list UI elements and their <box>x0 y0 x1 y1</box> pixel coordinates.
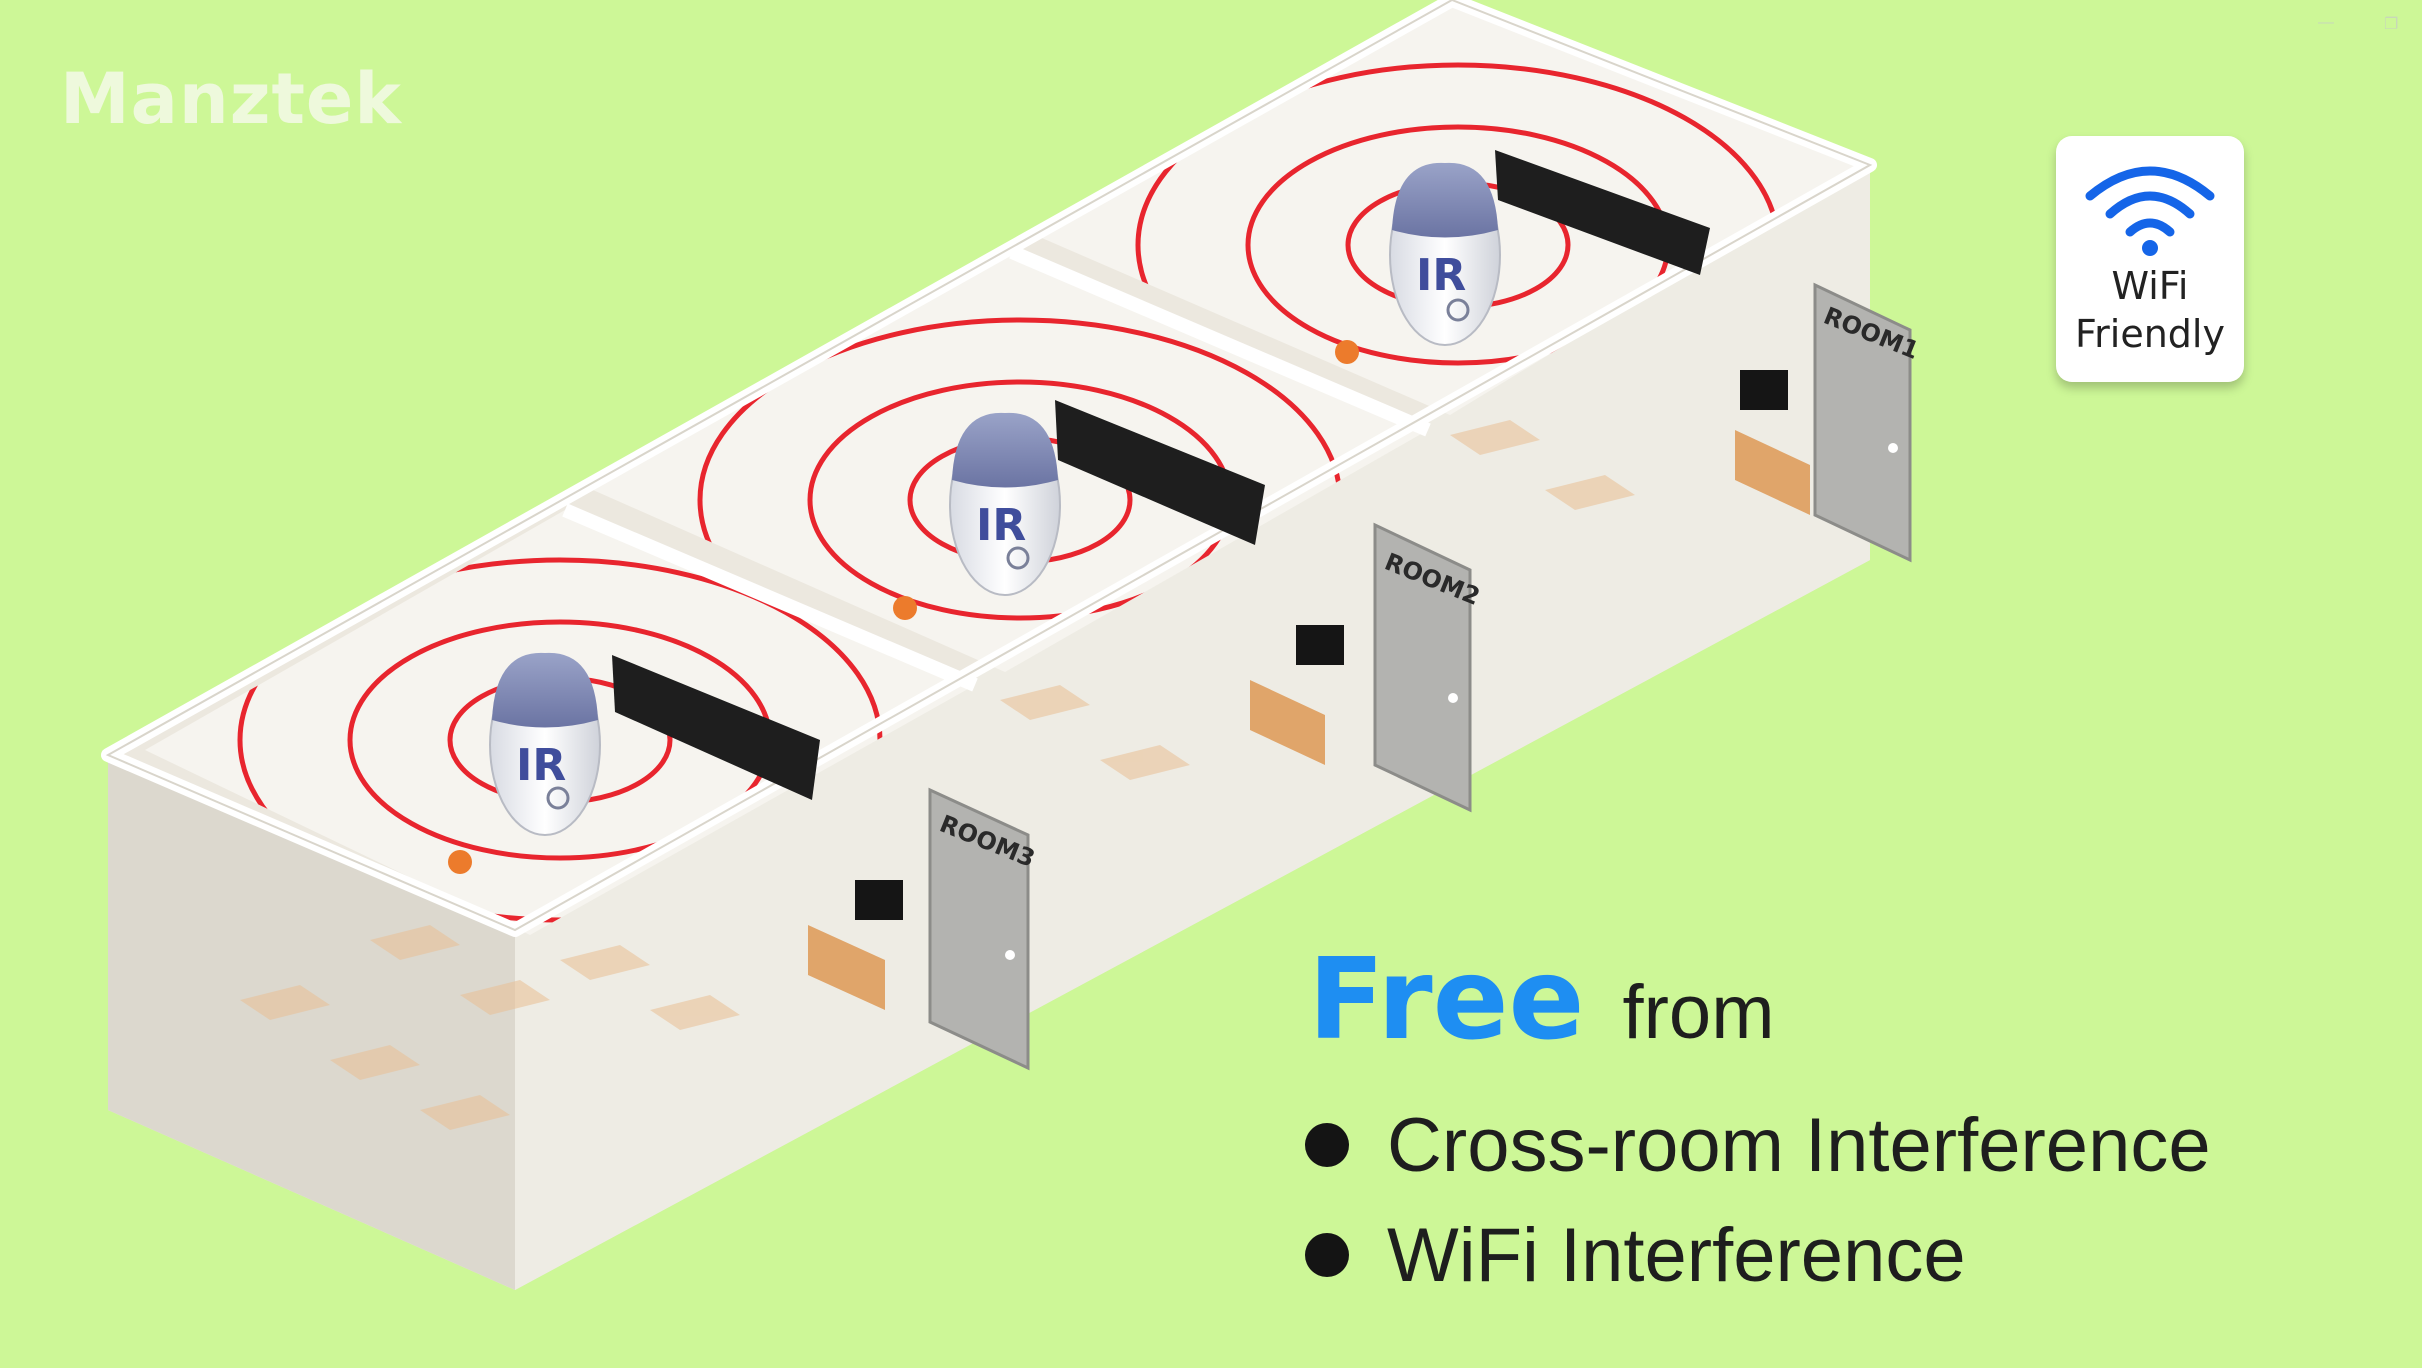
power-icon <box>546 786 570 810</box>
ir-device-room3: IR <box>489 652 601 836</box>
headline: Free from <box>1308 935 1775 1065</box>
power-icon <box>1446 298 1470 322</box>
ir-device-room1: IR <box>1389 162 1501 346</box>
room1-device-label: IR <box>1416 250 1466 301</box>
headline-rest: from <box>1622 970 1775 1055</box>
bullet-icon <box>1305 1233 1349 1277</box>
list-item: WiFi Interference <box>1305 1200 2211 1310</box>
teacher-desk-room1 <box>1735 370 1810 515</box>
ir-device-room2: IR <box>949 412 1061 596</box>
bullet-text: WiFi Interference <box>1387 1212 1966 1298</box>
power-icon <box>1006 546 1030 570</box>
room2-blackboard <box>1055 400 1265 545</box>
room3-device-label: IR <box>516 740 566 791</box>
minimize-icon[interactable]: — <box>2318 14 2334 31</box>
restore-icon[interactable]: ❐ <box>2384 16 2399 33</box>
room2-door <box>1373 522 1472 813</box>
feature-list: Cross-room Interference WiFi Interferenc… <box>1305 1090 2211 1310</box>
list-item: Cross-room Interference <box>1305 1090 2211 1200</box>
bullet-icon <box>1305 1123 1349 1167</box>
teachers <box>448 340 1359 874</box>
bullet-text: Cross-room Interference <box>1387 1102 2211 1188</box>
wifi-friendly-badge: WiFi Friendly <box>2056 136 2244 382</box>
room3-blackboard <box>612 655 820 800</box>
room3-door <box>928 787 1030 1071</box>
student-desks <box>240 420 1635 1130</box>
brand-logo: Manztek <box>60 58 402 140</box>
headline-highlight: Free <box>1308 935 1585 1065</box>
teacher-desk-room2 <box>1250 625 1344 765</box>
room1-blackboard <box>1495 150 1710 275</box>
building-front-glass <box>515 165 1870 1290</box>
room2-device-label: IR <box>976 500 1026 551</box>
badge-line-1: WiFi <box>2111 264 2189 308</box>
badge-line-2: Friendly <box>2075 312 2225 356</box>
room1-door <box>1813 282 1912 563</box>
teacher-desk-room3 <box>808 880 903 1010</box>
wifi-icon <box>2085 166 2215 256</box>
